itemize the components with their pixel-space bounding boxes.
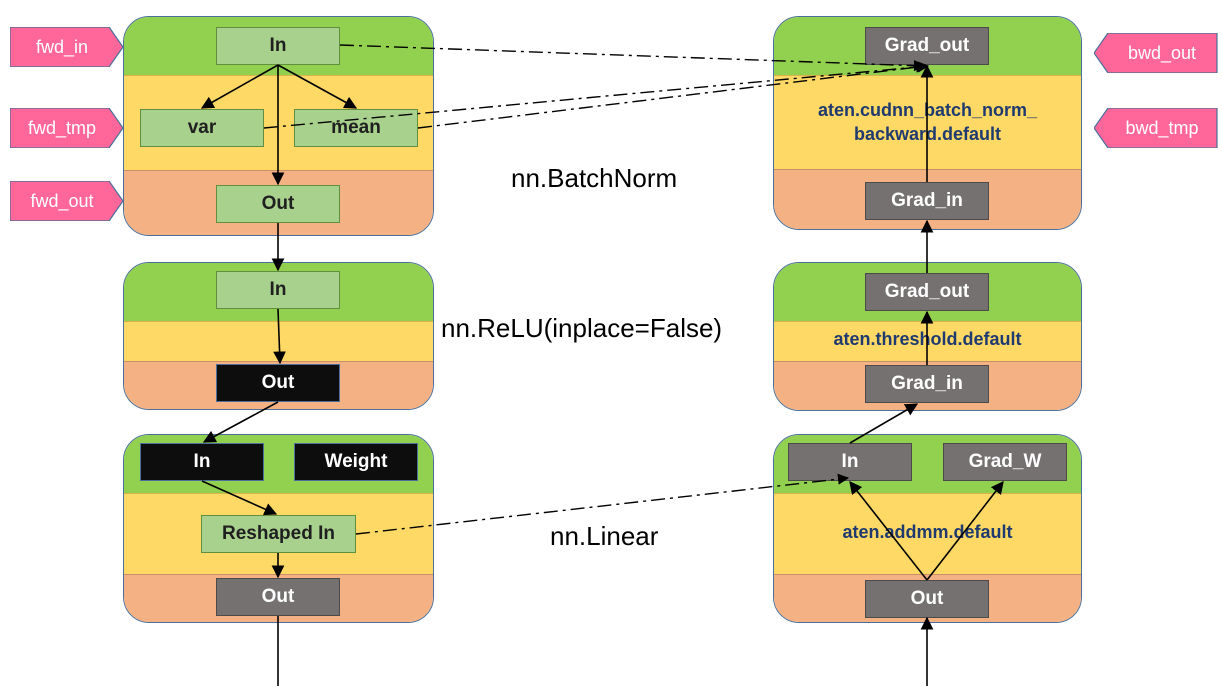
fwd-out-tag: fwd_out [30,190,94,211]
module-label-batchnorm: nn.BatchNorm [511,163,678,193]
batchnorm-out-box: Out [216,185,340,223]
linear-in-box: In [140,443,264,481]
fwd-in-tag-shape [10,27,124,67]
batchnorm-in-box: In [216,27,340,65]
module-label-relu: nn.ReLU(inplace=False) [441,313,723,343]
linear-backward-op-label: aten.addmm.default [842,522,1013,542]
relu-out-box: Out [216,364,340,402]
fwd-out-tag-shape [10,181,124,221]
relu-grad-in-box: Grad_in [865,365,989,403]
bwd-tmp-tag: bwd_tmp [1125,117,1199,138]
linear-grad-w-box: Grad_W [943,443,1067,481]
relu-in-box: In [216,271,340,309]
bwd-tmp-tag-shape [1094,108,1218,148]
fwd-tmp-tag: fwd_tmp [27,117,97,138]
op-line-2: backward.default [853,124,1002,144]
relu-backward-op-label: aten.threshold.default [833,329,1022,349]
relu-grad-out-box: Grad_out [865,273,989,311]
batchnorm-grad-out-box: Grad_out [865,27,989,65]
bwd-out-tag: bwd_out [1127,42,1197,63]
fwd-in-tag: fwd_in [35,36,89,57]
op-line-1: aten.cudnn_batch_norm_ [817,100,1038,120]
batchnorm-grad-in-box: Grad_in [865,182,989,220]
linear-backward-in-box: In [788,443,912,481]
batchnorm-mean-box: mean [294,109,418,147]
linear-reshaped-in-box: Reshaped In [201,515,356,553]
linear-weight-box: Weight [294,443,418,481]
batchnorm-backward-op-label: aten.cudnn_batch_norm_ backward.default [773,98,1082,146]
module-label-linear: nn.Linear [550,521,659,551]
batchnorm-var-box: var [140,109,264,147]
linear-backward-out-box: Out [865,580,989,618]
linear-out-box: Out [216,578,340,616]
bwd-out-tag-shape [1094,33,1218,73]
fwd-tmp-tag-shape [10,108,124,148]
